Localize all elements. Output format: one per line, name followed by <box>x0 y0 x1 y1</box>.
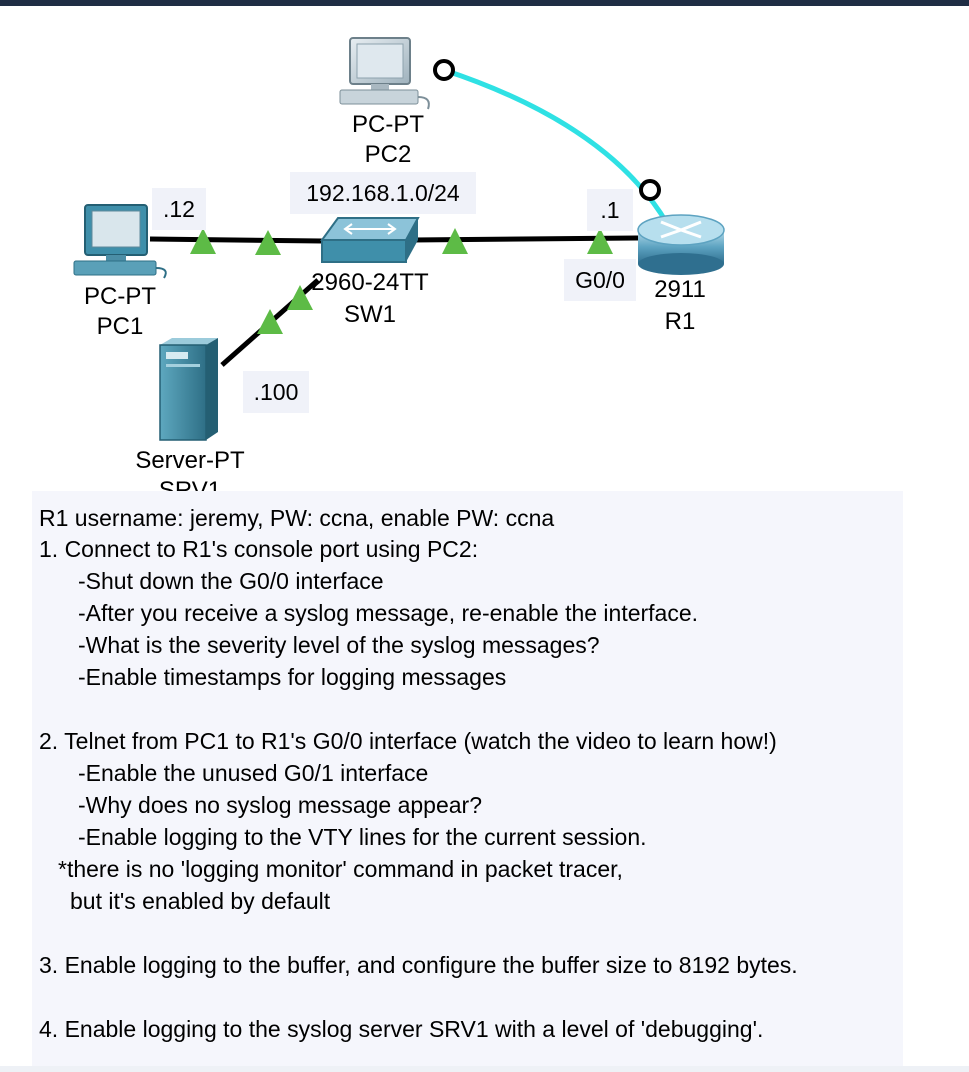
r1-interface-label: G0/0 <box>564 259 636 301</box>
r1-router-icon[interactable] <box>637 214 725 275</box>
link-up-icon <box>442 228 468 254</box>
credentials-line: R1 username: jeremy, PW: ccna, enable PW… <box>39 505 555 531</box>
task-2-note: but it's enabled by default <box>70 888 331 914</box>
r1-ip-label: .1 <box>587 189 633 231</box>
link-up-icon <box>587 228 613 254</box>
console-port-r1 <box>639 179 661 201</box>
network-address-label: 192.168.1.0/24 <box>290 172 476 214</box>
window-top-bar <box>0 0 969 6</box>
sw1-name-label: SW1 <box>343 301 396 328</box>
pc1-pc-icon[interactable] <box>73 204 167 279</box>
task-1-heading: 1. Connect to R1's console port using PC… <box>39 536 479 562</box>
topology-canvas[interactable] <box>0 0 969 495</box>
task-2-step: -Enable the unused G0/1 interface <box>78 760 429 786</box>
link-up-icon <box>190 228 216 254</box>
link-pc1-sw1[interactable] <box>149 236 323 244</box>
task-1-step: -Shut down the G0/0 interface <box>78 568 384 594</box>
link-up-icon <box>287 285 313 310</box>
console-port-pc2 <box>433 59 455 81</box>
task-2-step: -Why does no syslog message appear? <box>78 792 482 818</box>
link-up-icon <box>255 230 281 255</box>
task-3-heading: 3. Enable logging to the buffer, and con… <box>39 952 798 978</box>
task-2-heading: 2. Telnet from PC1 to R1's G0/0 interfac… <box>39 728 777 754</box>
pc2-model-label: PC-PT <box>352 111 424 138</box>
pc1-model-label: PC-PT <box>84 283 156 310</box>
sw1-switch-icon[interactable] <box>320 217 420 263</box>
pc2-pc-icon[interactable] <box>339 37 430 110</box>
srv1-ip-label: .100 <box>243 371 309 413</box>
task-1-step: -What is the severity level of the syslo… <box>78 632 600 658</box>
sw1-model-label: 2960-24TT <box>311 269 429 296</box>
r1-name-label: R1 <box>664 308 696 335</box>
console-link-pc2-r1[interactable] <box>443 67 671 227</box>
pc1-ip-label: .12 <box>152 188 206 230</box>
task-1-step: -Enable timestamps for logging messages <box>78 664 507 690</box>
link-status-indicators <box>190 228 613 334</box>
window-bottom-edge <box>0 1066 969 1072</box>
pc1-name-label: PC1 <box>96 313 144 340</box>
task-instructions-panel: R1 username: jeremy, PW: ccna, enable PW… <box>32 491 903 1066</box>
task-1-step: -After you receive a syslog message, re-… <box>78 600 699 626</box>
task-4-heading: 4. Enable logging to the syslog server S… <box>39 1016 764 1042</box>
task-2-step: -Enable logging to the VTY lines for the… <box>78 824 647 850</box>
srv1-server-icon[interactable] <box>159 338 218 441</box>
link-up-icon <box>257 309 283 334</box>
srv1-model-label: Server-PT <box>135 447 245 474</box>
r1-model-label: 2911 <box>654 276 706 303</box>
pc2-name-label: PC2 <box>364 141 412 168</box>
task-2-note: *there is no 'logging monitor' command i… <box>58 856 623 882</box>
